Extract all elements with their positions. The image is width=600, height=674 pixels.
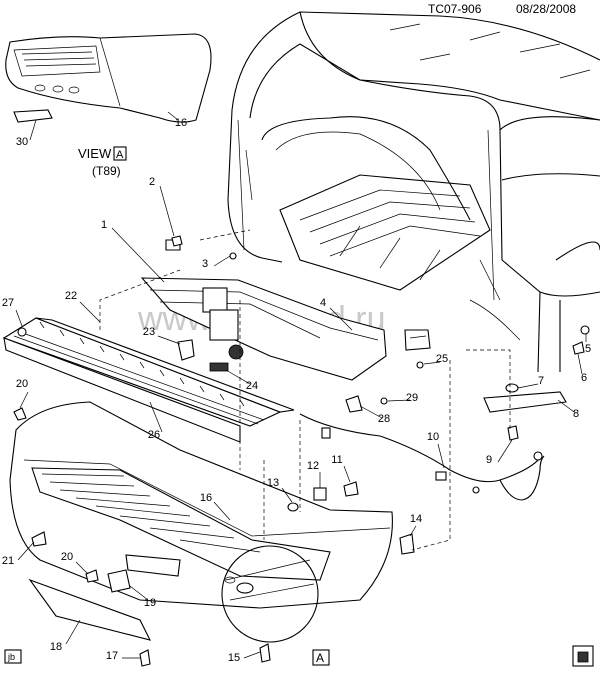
callout-28: 28: [378, 413, 390, 425]
footer: jb A: [4, 645, 594, 667]
callout-1: 1: [101, 219, 107, 231]
callout-16: 16: [175, 117, 187, 129]
part-7-nut: [505, 383, 519, 393]
callout-20: 20: [16, 378, 28, 390]
callout-13: 13: [267, 477, 279, 489]
part-29-fastener: [380, 397, 388, 405]
part-28-sensor: [345, 395, 363, 413]
diagram-date: 08/28/2008: [516, 2, 576, 16]
callout-8: 8: [573, 408, 579, 420]
leader-lines: [15, 185, 587, 659]
callout-30: 30: [16, 136, 28, 148]
view-label-letter: A: [116, 149, 124, 161]
callout-7: 7: [538, 375, 544, 387]
footer-icon: [572, 645, 594, 667]
part-11-clip: [343, 481, 359, 497]
part-20-push-pin: [13, 407, 27, 421]
callout-3: 3: [202, 258, 208, 270]
footer-ref-letter: A: [316, 651, 324, 665]
part-3-bolt: [229, 252, 237, 260]
callout-4: 4: [320, 297, 326, 309]
callout-9: 9: [486, 454, 492, 466]
view-label: VIEW A (T89): [78, 146, 127, 178]
callout-22: 22: [65, 290, 77, 302]
view-a-inset: [5, 33, 212, 141]
diagram-code: TC07-906: [428, 2, 482, 16]
callout-6: 6: [581, 372, 587, 384]
part-step-pad: [2, 317, 295, 443]
callout-27: 27: [2, 297, 14, 309]
part-30-plate: [13, 109, 53, 123]
part-9-bolt: [507, 425, 519, 441]
part-wiring-harness: [299, 413, 545, 501]
part-bumper-fascia: [9, 401, 393, 641]
callout-29: 29: [406, 392, 418, 404]
view-label-text: VIEW: [78, 146, 112, 161]
callout-5: 5: [585, 343, 591, 355]
part-20-rivet: [85, 569, 99, 583]
callout-21: 21: [2, 555, 14, 567]
callout-26: 26: [148, 429, 160, 441]
hardware: [13, 235, 590, 667]
part-6-clip: [572, 341, 585, 355]
part-12-bracket: [313, 487, 327, 501]
part-8-bracket: [483, 391, 567, 413]
callout-17: 17: [106, 650, 118, 662]
detail-circle-a: [221, 545, 319, 643]
part-bracket-25: [404, 329, 431, 369]
part-21-clip: [31, 531, 47, 547]
callout-16: 16: [200, 492, 212, 504]
vehicle-body: [227, 11, 600, 373]
part-14-retainer: [399, 533, 415, 555]
callout-12: 12: [307, 460, 319, 472]
callout-labels: 1234567891011121314151616171819202021222…: [2, 117, 591, 664]
callout-10: 10: [427, 431, 439, 443]
part-13-bumper: [287, 502, 299, 512]
callout-18: 18: [50, 641, 62, 653]
callout-15: 15: [228, 652, 240, 664]
callout-20: 20: [61, 551, 73, 563]
part-27-clip: [17, 327, 27, 337]
callout-24: 24: [246, 380, 258, 392]
footer-tag: jb: [7, 652, 15, 662]
callout-23: 23: [143, 326, 155, 338]
callout-11: 11: [331, 454, 342, 466]
part-5-bolt: [580, 325, 590, 335]
part-17-clip: [139, 649, 151, 667]
part-impact-bar: [140, 239, 387, 381]
callout-25: 25: [436, 353, 448, 365]
callout-14: 14: [410, 513, 422, 525]
view-label-sub: (T89): [92, 164, 121, 178]
part-2-nut: [171, 235, 183, 247]
callout-2: 2: [149, 176, 155, 188]
part-15-clip: [259, 643, 271, 663]
callout-19: 19: [144, 597, 156, 609]
